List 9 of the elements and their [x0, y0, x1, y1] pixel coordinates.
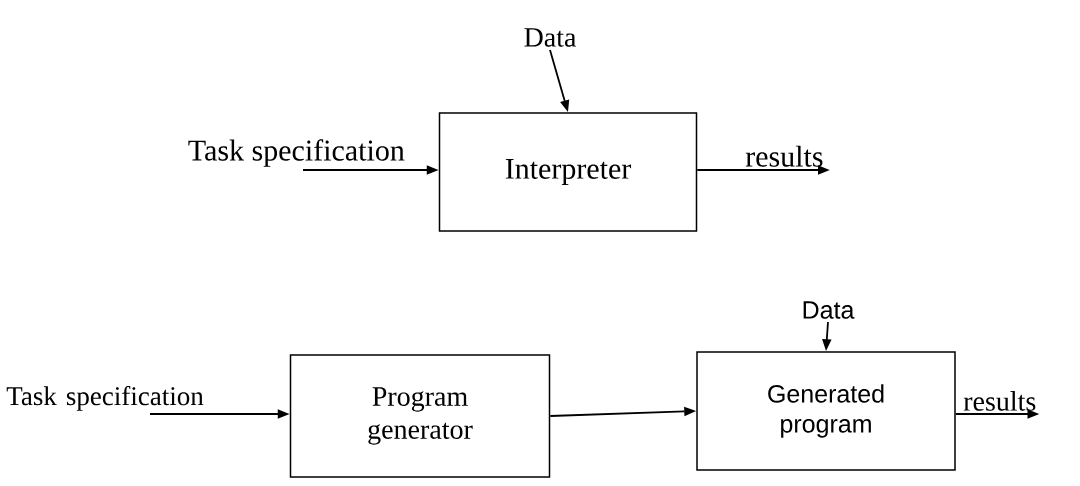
label-text: Data [803, 301, 855, 319]
input-label: Task specification [6, 386, 204, 411]
process-box: Program generator [289, 354, 551, 478]
process-box: Interpreter [438, 112, 698, 232]
label-text: Data [524, 28, 577, 47]
output-label: results [963, 391, 1036, 411]
input-label: Task specification [188, 139, 405, 167]
output-label: results [745, 145, 823, 167]
process-box: Generated program [696, 351, 956, 471]
